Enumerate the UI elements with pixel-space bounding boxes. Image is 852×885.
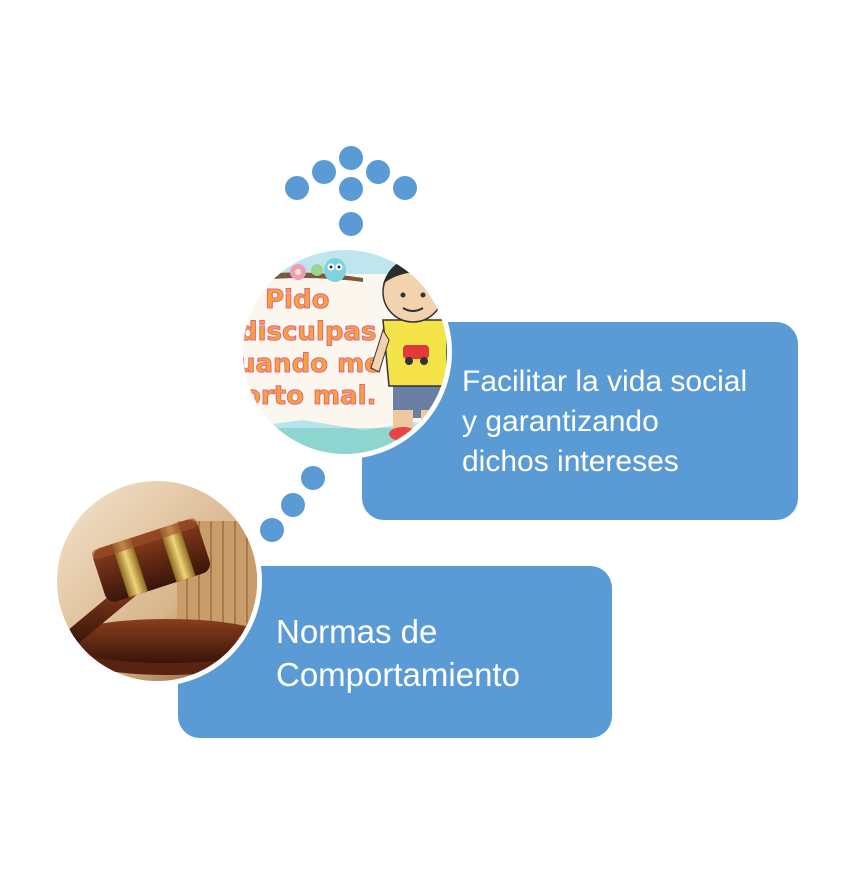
node-facilitar-box: Facilitar la vida social y garantizando … (362, 322, 798, 520)
connector-dot-1 (301, 466, 325, 490)
gavel-icon (52, 476, 262, 686)
poster-text-1: Pido (265, 285, 329, 315)
node-facilitar-line-3: dichos intereses (462, 445, 679, 478)
arrow-dot-right-outer (393, 176, 417, 200)
arrow-dot-top (339, 146, 363, 170)
poster-text-4: orto mal. (243, 381, 376, 411)
poster-text-3: uando me (243, 349, 382, 379)
poster-text-2: disculpas (243, 317, 376, 347)
node-normas-line-2: Comportamiento (276, 656, 520, 693)
arrow-dot-left-outer (285, 176, 309, 200)
arrow-dot-center (339, 177, 363, 201)
node-facilitar-line-1: Facilitar la vida social (462, 365, 748, 398)
arrow-dot-left-upper (312, 160, 336, 184)
arrow-dot-stem (339, 212, 363, 236)
node-facilitar-line-2: y garantizando (462, 405, 659, 438)
kid-apology-image: Pido disculpas uando me orto mal. (238, 245, 452, 459)
node-normas-line-1: Normas de (276, 613, 438, 650)
arrow-dot-right-upper (366, 160, 390, 184)
connector-dot-2 (281, 493, 305, 517)
connector-dot-3 (260, 518, 284, 542)
